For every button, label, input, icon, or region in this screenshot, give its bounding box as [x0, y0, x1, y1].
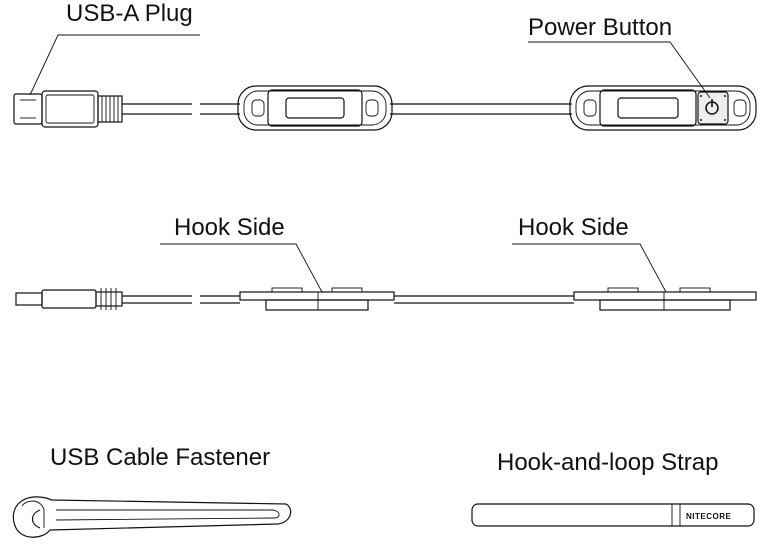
led-module-2-top: [569, 85, 757, 131]
usb-cable-fastener-drawing: [12, 496, 292, 538]
usb-a-plug-side: [15, 288, 123, 310]
hook-side-1-leader-line: [160, 243, 323, 293]
usb-a-plug-label: USB-A Plug: [66, 0, 193, 27]
hook-side-label-2: Hook Side: [518, 214, 629, 241]
power-button-leader-line: [528, 41, 711, 99]
top-view: [13, 34, 757, 131]
cable-top: [122, 103, 572, 115]
usb-cable-fastener-label: USB Cable Fastener: [50, 444, 271, 471]
power-button-icon: [700, 95, 726, 121]
hook-and-loop-strap-label: Hook-and-loop Strap: [497, 449, 719, 476]
side-view: [15, 243, 757, 311]
strap-brand-text: NITECORE: [686, 512, 732, 521]
hook-side-label-1: Hook Side: [174, 214, 285, 241]
usb-a-plug-top: [13, 90, 123, 128]
cable-side: [122, 295, 574, 304]
hook-and-loop-strap-drawing: [471, 503, 755, 527]
power-button-label: Power Button: [528, 14, 673, 41]
led-module-2-side: [573, 287, 757, 311]
led-module-1-top: [237, 85, 393, 131]
usb-a-leader-line: [29, 34, 200, 96]
hook-side-2-leader-line: [512, 243, 667, 293]
led-module-1-side: [239, 287, 395, 311]
